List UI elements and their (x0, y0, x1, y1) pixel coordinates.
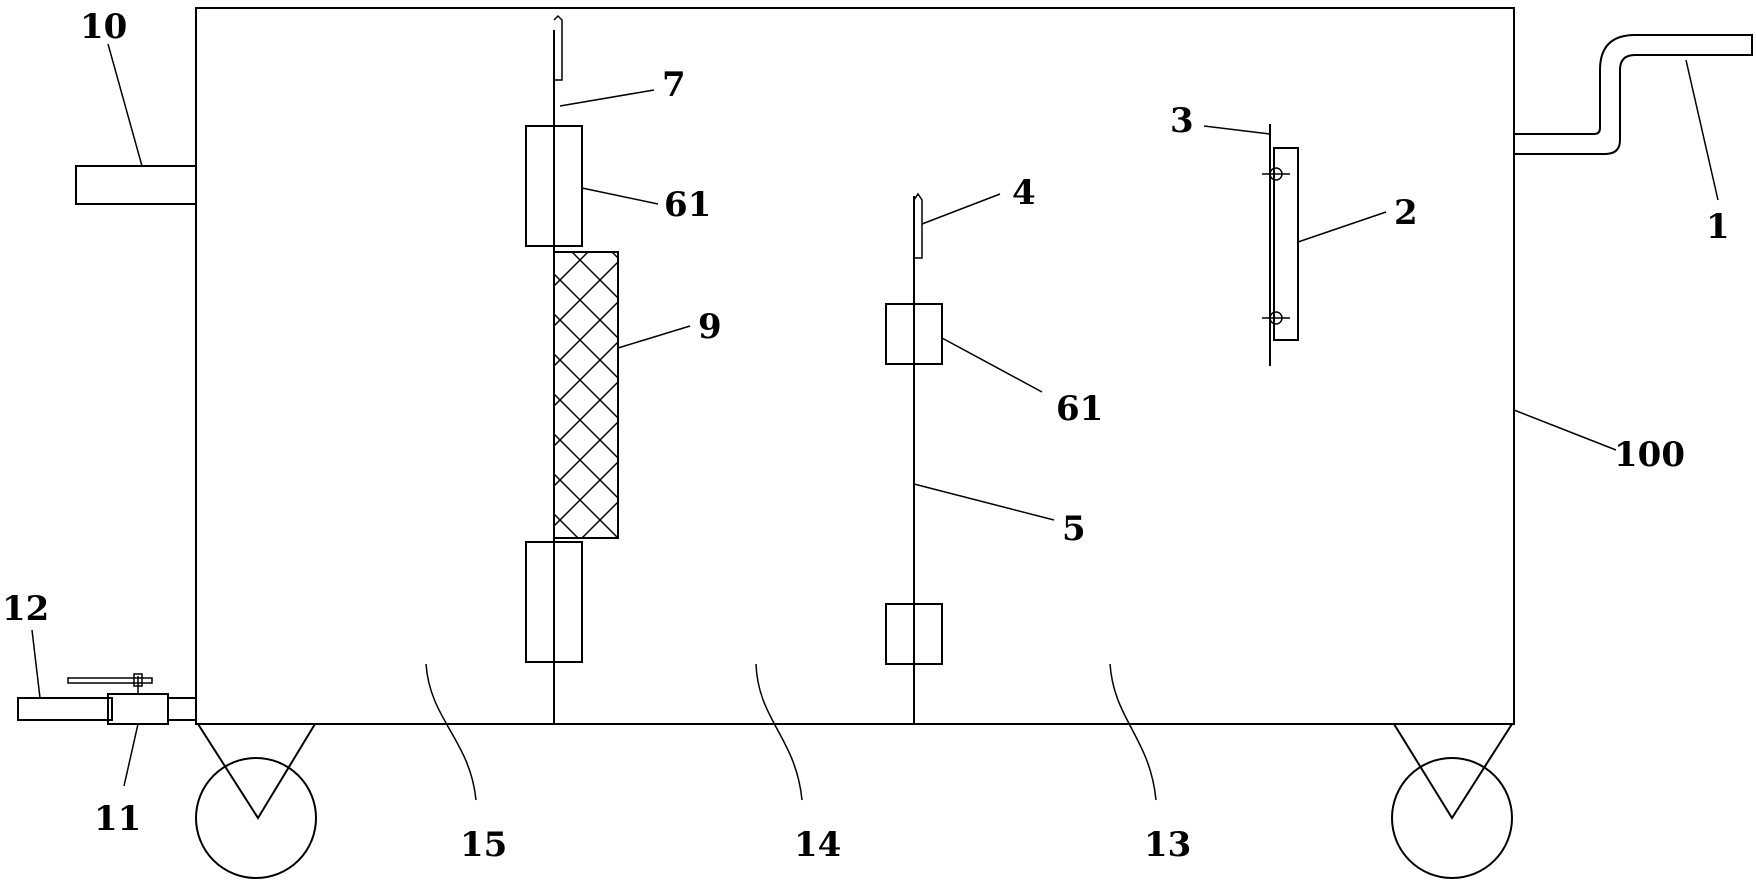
label-14: 14 (794, 825, 841, 865)
label-2: 2 (1394, 193, 1418, 233)
label-10: 10 (80, 7, 127, 47)
label-100: 100 (1614, 435, 1685, 475)
valve-knob (133, 673, 143, 687)
right-wheel (1391, 757, 1513, 879)
tank-body (195, 7, 1515, 725)
left-partition-tip (553, 14, 563, 81)
left-wheel-bracket (197, 723, 316, 820)
vent-pipe (75, 165, 197, 205)
label-15: 15 (460, 825, 507, 865)
label-5: 5 (1062, 509, 1086, 549)
right-plate (1273, 147, 1299, 341)
label-12: 12 (2, 589, 49, 629)
label-61-middle: 61 (1056, 389, 1103, 429)
label-9: 9 (698, 307, 722, 347)
drain-valve (107, 693, 169, 725)
label-61-left: 61 (664, 185, 711, 225)
valve-handle (67, 677, 153, 684)
left-wheel (195, 757, 317, 879)
label-1: 1 (1706, 207, 1730, 247)
right-wheel-bracket (1393, 723, 1513, 820)
inlet-pipe (1514, 34, 1753, 155)
label-11: 11 (94, 799, 141, 839)
drain-pipe (17, 697, 113, 721)
label-3: 3 (1170, 101, 1194, 141)
label-13: 13 (1144, 825, 1191, 865)
filter-block (553, 251, 619, 539)
middle-partition-tip (913, 192, 923, 259)
drain-connector (167, 697, 197, 721)
label-7: 7 (662, 65, 686, 105)
label-4: 4 (1012, 173, 1036, 213)
